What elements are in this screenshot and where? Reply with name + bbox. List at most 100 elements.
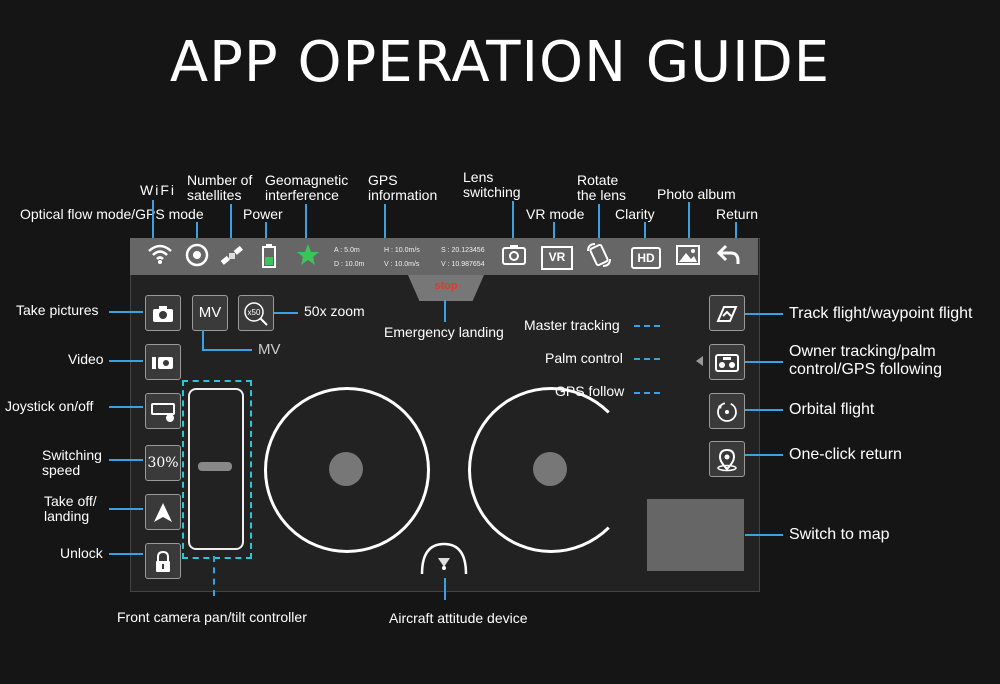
leader-map — [745, 534, 783, 536]
leader-rotate — [598, 204, 600, 240]
vr-mode-icon[interactable]: VR — [541, 246, 573, 270]
label-optical-flow: Optical flow mode/GPS mode — [20, 206, 204, 222]
leader-mv-h — [202, 349, 252, 351]
left-joystick[interactable] — [264, 387, 430, 553]
joystick-toggle-button[interactable] — [145, 393, 181, 429]
label-take-pictures: Take pictures — [16, 302, 99, 318]
expand-arrow-icon[interactable] — [696, 356, 703, 366]
telemetry-d: D : 10.0m — [334, 261, 365, 268]
take-picture-button[interactable] — [145, 295, 181, 331]
speed-button[interactable]: 30% — [145, 445, 181, 481]
leader-master — [634, 325, 660, 327]
leader-gps — [384, 204, 386, 240]
track-flight-button[interactable] — [709, 295, 745, 331]
owner-tracking-button[interactable] — [709, 344, 745, 380]
telemetry-v2: V : 10.987654 — [441, 261, 485, 268]
pan-tilt-highlight — [182, 380, 252, 559]
leader-track — [745, 313, 783, 315]
label-one-click-return: One-click return — [789, 446, 902, 463]
leader-takeoff — [109, 508, 143, 510]
leader-mv-v — [202, 330, 204, 350]
rotate-lens-icon[interactable] — [585, 241, 613, 276]
leader-speed — [109, 459, 143, 461]
leader-joystick — [109, 406, 143, 408]
return-icon[interactable] — [715, 243, 743, 274]
emergency-stop-button[interactable]: stop — [408, 275, 484, 301]
label-clarity: Clarity — [615, 206, 655, 222]
pan-tilt-slider[interactable] — [188, 388, 244, 550]
label-track-flight: Track flight/waypoint flight — [789, 305, 973, 322]
label-switching-speed: Switching speed — [42, 447, 102, 478]
label-palm-control: Palm control — [545, 350, 623, 366]
telemetry-v: V : 10.0m/s — [384, 261, 420, 268]
pan-tilt-handle[interactable] — [198, 462, 232, 471]
unlock-button[interactable] — [145, 543, 181, 579]
label-gps-info: GPS information — [368, 172, 438, 203]
zoom-level: x50 — [248, 308, 261, 317]
leader-album — [688, 202, 690, 240]
right-joystick[interactable] — [468, 387, 634, 553]
leader-return — [735, 222, 737, 240]
leader-take-pictures — [109, 311, 143, 313]
leader-optical — [196, 222, 198, 240]
leader-pan-tilt — [213, 556, 215, 596]
leader-palm — [634, 358, 660, 360]
right-joystick-knob[interactable] — [533, 452, 567, 486]
mv-button[interactable]: MV — [192, 295, 228, 331]
label-emergency: Emergency landing — [384, 324, 504, 340]
label-lens-switching: Lens switching — [463, 169, 521, 200]
label-video: Video — [68, 351, 104, 367]
zoom-button[interactable]: x50 — [238, 295, 274, 331]
telemetry-a: A : 5.0m — [334, 247, 360, 254]
photo-album-icon[interactable] — [674, 243, 702, 274]
label-power: Power — [243, 206, 283, 222]
lens-switch-icon[interactable] — [500, 243, 528, 274]
leader-clarity — [644, 222, 646, 240]
orbital-flight-button[interactable] — [709, 393, 745, 429]
label-orbital: Orbital flight — [789, 401, 875, 418]
label-photo-album: Photo album — [657, 186, 736, 202]
leader-attitude — [444, 578, 446, 600]
label-switch-map: Switch to map — [789, 526, 890, 543]
leader-orbital — [745, 409, 783, 411]
leader-return-home — [745, 454, 783, 456]
leader-zoom — [274, 312, 298, 314]
optical-flow-icon[interactable] — [184, 243, 210, 274]
telemetry-s: S : 20.123456 — [441, 247, 485, 254]
battery-icon — [258, 243, 282, 276]
leader-satellites — [230, 204, 232, 240]
takeoff-landing-button[interactable] — [145, 494, 181, 530]
leader-owner — [745, 361, 783, 363]
map-preview-button[interactable] — [647, 499, 744, 571]
leader-power — [265, 222, 267, 240]
leader-unlock — [109, 553, 143, 555]
label-geomagnetic: Geomagnetic interference — [265, 172, 349, 203]
leader-video — [109, 360, 143, 362]
page-title: APP OPERATION GUIDE — [169, 30, 831, 95]
leader-geomagnetic — [305, 204, 307, 240]
label-owner-tracking: Owner tracking/palm control/GPS followin… — [789, 343, 942, 378]
label-rotate-lens: Rotate the lens — [577, 172, 627, 203]
label-unlock: Unlock — [60, 545, 103, 561]
clarity-hd-icon[interactable]: HD — [631, 247, 661, 269]
label-gps-follow: GPS follow — [555, 383, 625, 399]
left-joystick-knob[interactable] — [329, 452, 363, 486]
label-pan-tilt: Front camera pan/tilt controller — [117, 609, 307, 625]
label-joystick: Joystick on/off — [5, 398, 94, 414]
label-satellites: Number of satellites — [187, 172, 253, 203]
leader-emergency — [444, 300, 446, 322]
leader-wifi — [152, 200, 154, 240]
video-button[interactable] — [145, 344, 181, 380]
telemetry-h: H : 10.0m/s — [384, 247, 420, 254]
label-master-tracking: Master tracking — [524, 317, 620, 333]
label-vr-mode: VR mode — [526, 206, 585, 222]
label-wifi: WiFi — [140, 182, 176, 198]
geomagnetic-icon — [295, 243, 321, 274]
leader-gps-follow — [634, 392, 660, 394]
satellite-icon — [218, 244, 246, 275]
one-click-return-button[interactable] — [709, 441, 745, 477]
label-attitude: Aircraft attitude device — [389, 610, 528, 626]
leader-lens — [512, 201, 514, 240]
label-mv: MV — [258, 341, 281, 358]
wifi-icon — [145, 243, 175, 272]
